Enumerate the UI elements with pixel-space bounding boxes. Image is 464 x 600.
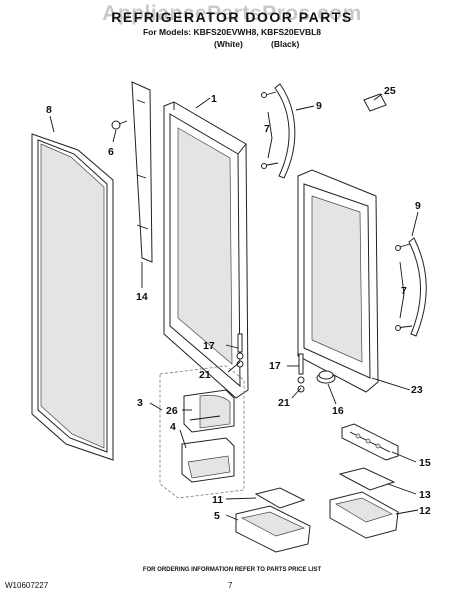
- variant-white: (White): [214, 39, 243, 49]
- leader-lines: [49, 93, 419, 521]
- callout-9-upper: 9: [316, 100, 322, 112]
- page-number: 7: [228, 581, 233, 590]
- callout-21-right: 21: [278, 397, 290, 409]
- trim-plate-part: [363, 93, 387, 112]
- models-line: For Models: KBFS20EVWH8, KBFS20EVBL8: [142, 27, 322, 37]
- callout-13: 13: [419, 489, 431, 501]
- watermark: AppliancePartsPros.com: [102, 2, 362, 25]
- callout-3: 3: [137, 397, 143, 409]
- hinge-channel-part: [131, 81, 153, 263]
- door-stop-part: [316, 370, 336, 384]
- callout-21-left: 21: [199, 369, 211, 381]
- egg-tray-part: [341, 423, 399, 461]
- door-bin-right-part: [329, 491, 399, 539]
- callout-14: 14: [136, 291, 148, 303]
- callout-labels: 1 4 5 6 7 7 8 9 9 11 12 13 14 15 16 17 1…: [46, 85, 431, 522]
- callout-23: 23: [411, 384, 423, 396]
- screw-part: [111, 120, 128, 130]
- door-gasket-part: [31, 133, 114, 461]
- callout-1: 1: [211, 93, 217, 105]
- left-door-part: [163, 101, 249, 399]
- ordering-note: FOR ORDERING INFORMATION REFER TO PARTS …: [142, 567, 322, 573]
- callout-8: 8: [46, 104, 52, 116]
- variant-black: (Black): [271, 39, 300, 49]
- page-title: REFRIGERATOR DOOR PARTS: [111, 9, 353, 25]
- dairy-door-part: [183, 389, 235, 433]
- document-number: W10607227: [5, 581, 49, 590]
- shelf-insert-right-part: [338, 467, 396, 491]
- callout-6: 6: [108, 146, 114, 158]
- lower-handle-part: [395, 237, 427, 337]
- dairy-bin-part: [181, 437, 235, 483]
- callout-17-left: 17: [203, 340, 215, 352]
- callout-9-lower: 9: [415, 200, 421, 212]
- callout-7-upper: 7: [264, 123, 270, 135]
- callout-12: 12: [419, 505, 431, 517]
- door-bin-left-part: [235, 505, 311, 553]
- callout-5: 5: [214, 510, 220, 522]
- callout-15: 15: [419, 457, 431, 469]
- callout-16: 16: [332, 405, 344, 417]
- callout-26: 26: [166, 405, 178, 417]
- right-door-part: [297, 169, 379, 393]
- callout-11: 11: [212, 494, 223, 506]
- callout-7-lower: 7: [401, 285, 407, 297]
- callout-4: 4: [170, 421, 176, 433]
- hinge-pin-parts: [236, 333, 305, 393]
- shelf-insert-left-part: [254, 487, 306, 509]
- callout-25: 25: [384, 85, 396, 97]
- dairy-module-outline: [159, 365, 245, 499]
- upper-handle-part: [261, 83, 296, 179]
- callout-17-right: 17: [269, 360, 281, 372]
